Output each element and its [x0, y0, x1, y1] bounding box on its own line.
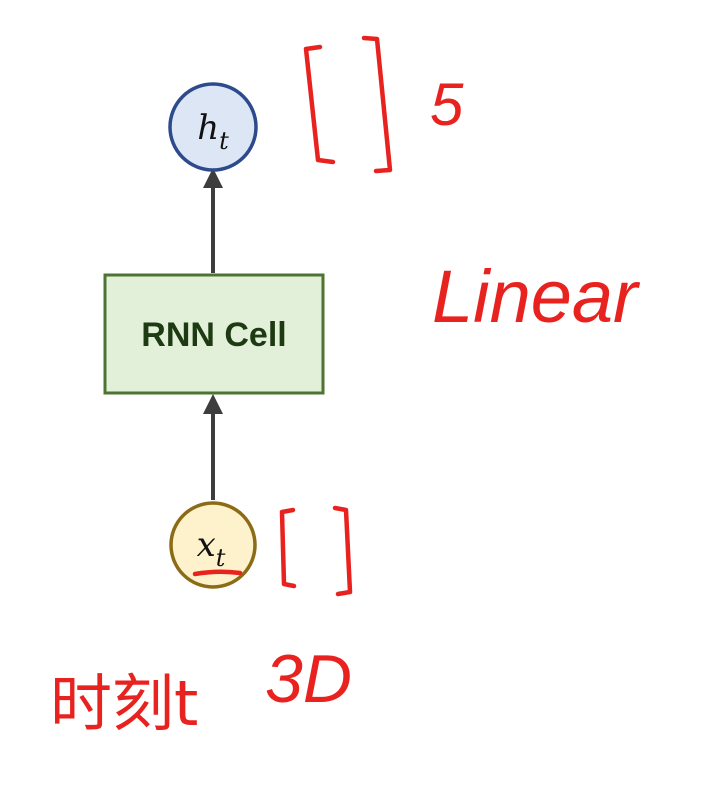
rnn-cell-box: RNN Cell: [103, 273, 325, 395]
linear-note: Linear: [432, 255, 641, 338]
rnn-cell-rect: [103, 273, 325, 395]
input-underline-mark: [192, 569, 243, 577]
input-node-circle: [169, 501, 257, 589]
output-node-circle: [168, 82, 258, 172]
output-node-label: ht: [197, 108, 229, 155]
output-node-ht: ht: [168, 82, 258, 172]
output-dimension-note: 5: [430, 71, 464, 138]
input-node-xt: xt: [169, 501, 257, 589]
time-step-note: 时刻t: [50, 667, 198, 740]
output-vector-bracket: [303, 35, 393, 174]
input-vector-bracket: [279, 505, 353, 597]
input-node-label: xt: [197, 525, 226, 572]
input-dimension-note: 3D: [265, 641, 352, 717]
rnn-cell-label: RNN Cell: [141, 316, 286, 354]
